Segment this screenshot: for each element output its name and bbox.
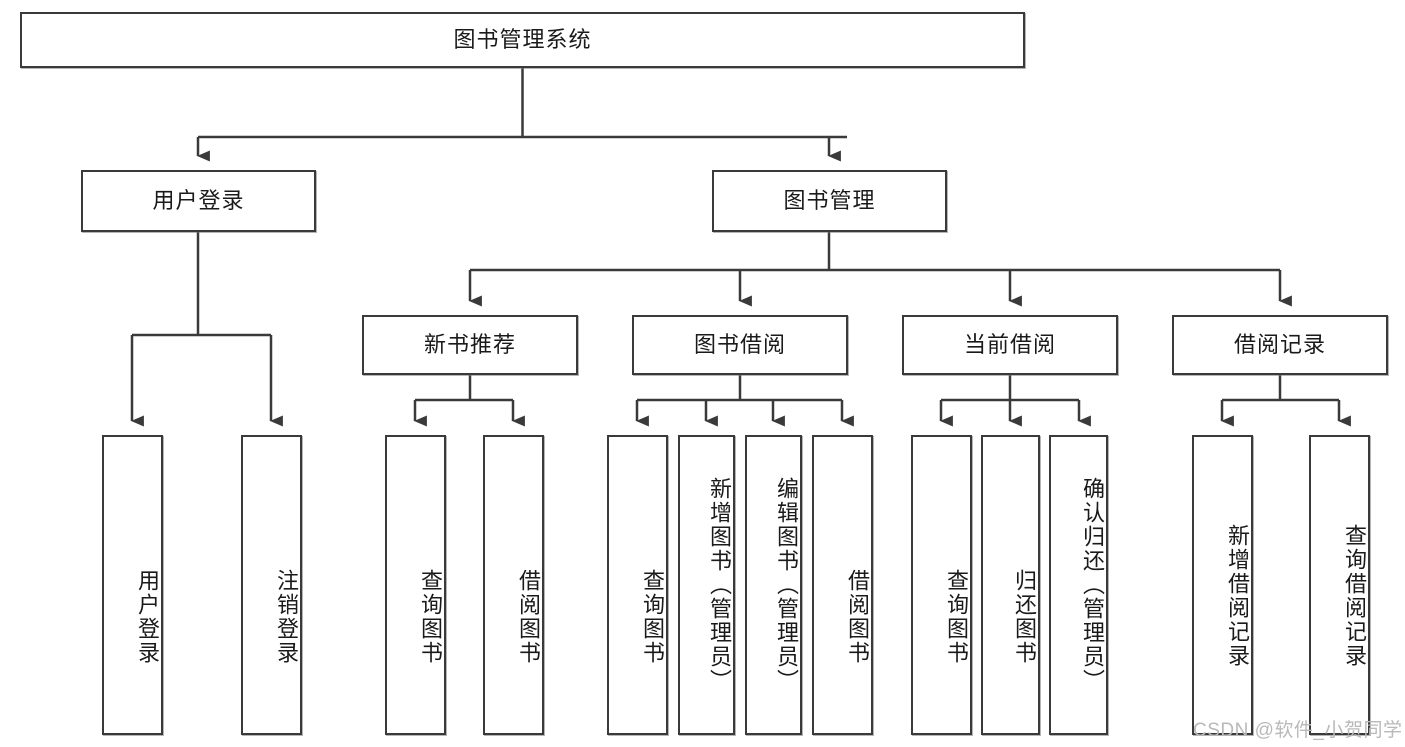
- node-leaf-user-login-label: 用户登录: [135, 569, 160, 665]
- node-leaf-edit-book-label: 编辑图书（管理员）: [774, 477, 799, 693]
- node-leaf-borrow-book-1[interactable]: 借阅图书: [483, 435, 544, 735]
- node-user-login[interactable]: 用户登录: [81, 170, 316, 232]
- node-leaf-query-record[interactable]: 查询借阅记录: [1309, 435, 1370, 735]
- node-book-borrow-label: 图书借阅: [693, 331, 786, 357]
- node-current-borrow-label: 当前借阅: [963, 331, 1056, 357]
- node-leaf-query-book-2[interactable]: 查询图书: [607, 435, 668, 735]
- node-leaf-add-book[interactable]: 新增图书（管理员）: [678, 435, 735, 735]
- node-leaf-logout-label: 注销登录: [274, 569, 299, 665]
- node-book-manage-label: 图书管理: [783, 187, 876, 213]
- node-root[interactable]: 图书管理系统: [20, 12, 1025, 68]
- node-leaf-query-record-label: 查询借阅记录: [1342, 524, 1367, 668]
- node-leaf-borrow-book-1-label: 借阅图书: [516, 569, 541, 665]
- node-leaf-borrow-book-2[interactable]: 借阅图书: [812, 435, 873, 735]
- node-leaf-confirm-return[interactable]: 确认归还（管理员）: [1049, 435, 1108, 735]
- node-leaf-logout[interactable]: 注销登录: [241, 435, 302, 735]
- node-leaf-borrow-book-2-label: 借阅图书: [845, 569, 870, 665]
- node-leaf-add-book-label: 新增图书（管理员）: [707, 477, 732, 693]
- node-leaf-confirm-return-label: 确认归还（管理员）: [1080, 477, 1105, 693]
- node-borrow-record-label: 借阅记录: [1233, 331, 1326, 357]
- node-new-book-recommend[interactable]: 新书推荐: [362, 315, 578, 375]
- node-leaf-query-book-3-label: 查询图书: [944, 569, 969, 665]
- node-leaf-query-book-1[interactable]: 查询图书: [385, 435, 446, 735]
- node-borrow-record[interactable]: 借阅记录: [1172, 315, 1388, 375]
- node-current-borrow[interactable]: 当前借阅: [902, 315, 1118, 375]
- node-leaf-edit-book[interactable]: 编辑图书（管理员）: [745, 435, 802, 735]
- node-leaf-add-record-label: 新增借阅记录: [1225, 524, 1250, 668]
- node-leaf-query-book-1-label: 查询图书: [418, 569, 443, 665]
- node-new-book-recommend-label: 新书推荐: [423, 331, 516, 357]
- node-leaf-add-record[interactable]: 新增借阅记录: [1192, 435, 1253, 735]
- node-leaf-return-book-label: 归还图书: [1012, 569, 1037, 665]
- node-book-manage[interactable]: 图书管理: [712, 170, 947, 232]
- node-leaf-user-login[interactable]: 用户登录: [102, 435, 163, 735]
- node-user-login-label: 用户登录: [152, 187, 245, 213]
- csdn-watermark: CSDN @软件_小贺同学: [1193, 720, 1403, 741]
- node-book-borrow[interactable]: 图书借阅: [632, 315, 848, 375]
- node-leaf-query-book-2-label: 查询图书: [640, 569, 665, 665]
- node-root-label: 图书管理系统: [453, 26, 592, 52]
- node-leaf-query-book-3[interactable]: 查询图书: [911, 435, 972, 735]
- node-leaf-return-book[interactable]: 归还图书: [981, 435, 1040, 735]
